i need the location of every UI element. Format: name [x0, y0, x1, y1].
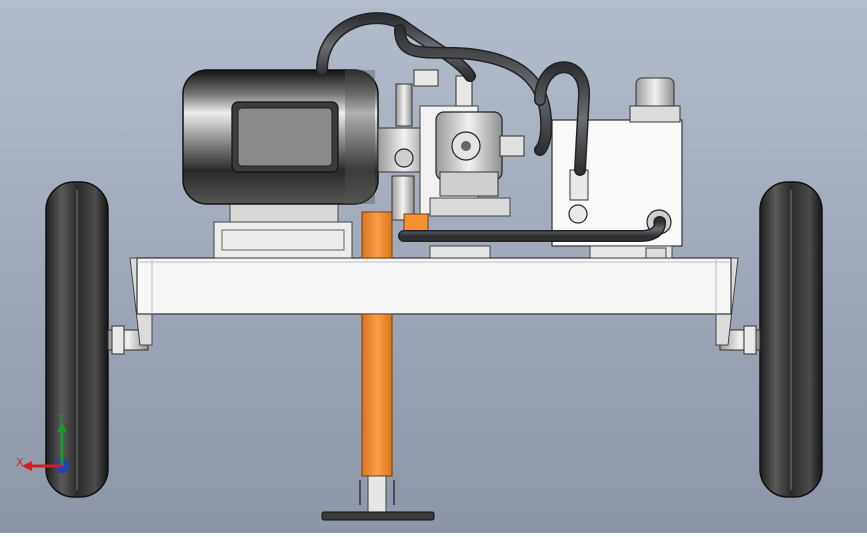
hydraulic-hoses: [316, 12, 666, 242]
right-wheel: [759, 181, 823, 498]
valve-fittings: [391, 69, 473, 241]
jack-stand: [321, 211, 435, 521]
coordinate-triad: X Y: [12, 410, 72, 480]
hydraulic-reservoir: [551, 77, 683, 259]
electric-motor: [182, 69, 379, 205]
hydraulic-pump: [435, 111, 525, 197]
frame-beam: [136, 257, 732, 315]
y-axis-label: Y: [58, 412, 65, 425]
frame-feet: [429, 245, 667, 259]
x-axis-label: X: [16, 456, 24, 469]
motor-mount: [213, 197, 353, 259]
